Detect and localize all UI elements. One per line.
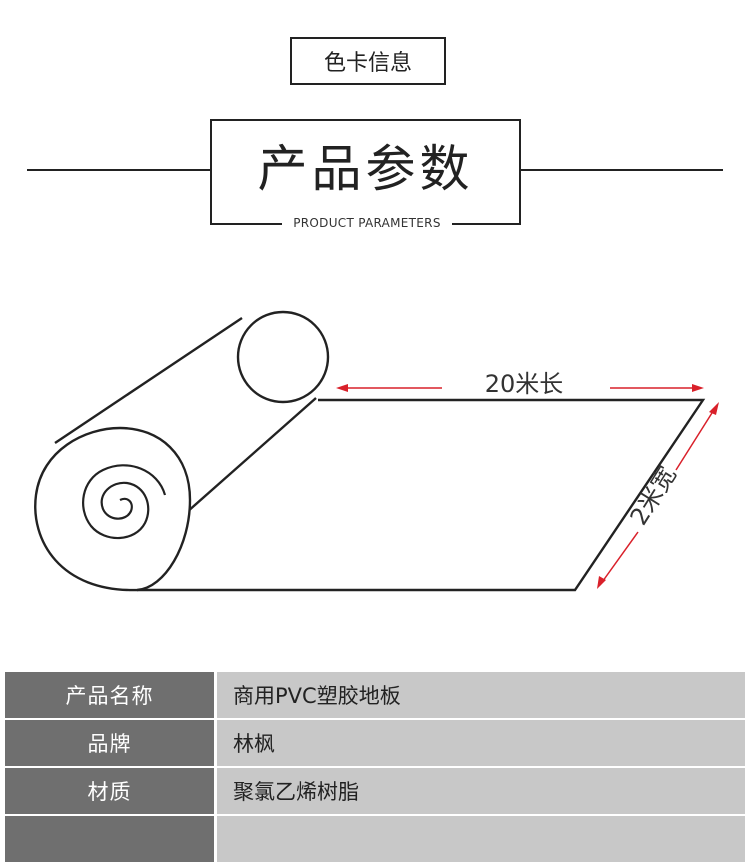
roll-top-edge [54,317,243,444]
param-value-partial [217,816,745,862]
section-title: 产品参数 [257,140,474,198]
roll-bottom-edge [177,397,317,521]
length-arrowhead-right [692,384,704,392]
params-table: 产品名称 商用PVC塑胶地板 品牌 林枫 材质 聚氯乙烯树脂 [5,672,745,864]
param-key: 产品名称 [5,672,217,718]
roll-spiral [82,464,167,540]
color-card-label: 色卡信息 [290,37,446,85]
param-value: 商用PVC塑胶地板 [217,672,745,718]
width-arrowhead-bottom [597,576,606,589]
width-label: 2米宽 [625,462,682,531]
table-row: 材质 聚氯乙烯树脂 [5,768,745,814]
width-arrow-top [675,404,718,471]
param-value: 聚氯乙烯树脂 [217,768,745,814]
roll-back-end [236,310,330,404]
param-key-partial [5,816,217,862]
flooring-roll-diagram: 20米长 2米宽 [34,310,719,592]
width-arrow-bottom [599,531,639,586]
width-arrowhead-top [709,402,719,415]
table-row: 产品名称 商用PVC塑胶地板 [5,672,745,718]
sheet-outline [137,398,706,592]
table-row-partial [5,816,745,862]
roll-front-face [34,426,192,592]
table-row: 品牌 林枫 [5,720,745,766]
length-arrowhead-left [336,384,348,392]
section-subtitle: PRODUCT PARAMETERS [282,215,452,231]
title-rule-left [27,169,211,171]
section-title-box: 产品参数 PRODUCT PARAMETERS [210,119,521,231]
length-label: 20米长 [485,370,564,398]
param-key: 品牌 [5,720,217,766]
param-value: 林枫 [217,720,745,766]
title-rule-right [520,169,723,171]
param-key: 材质 [5,768,217,814]
